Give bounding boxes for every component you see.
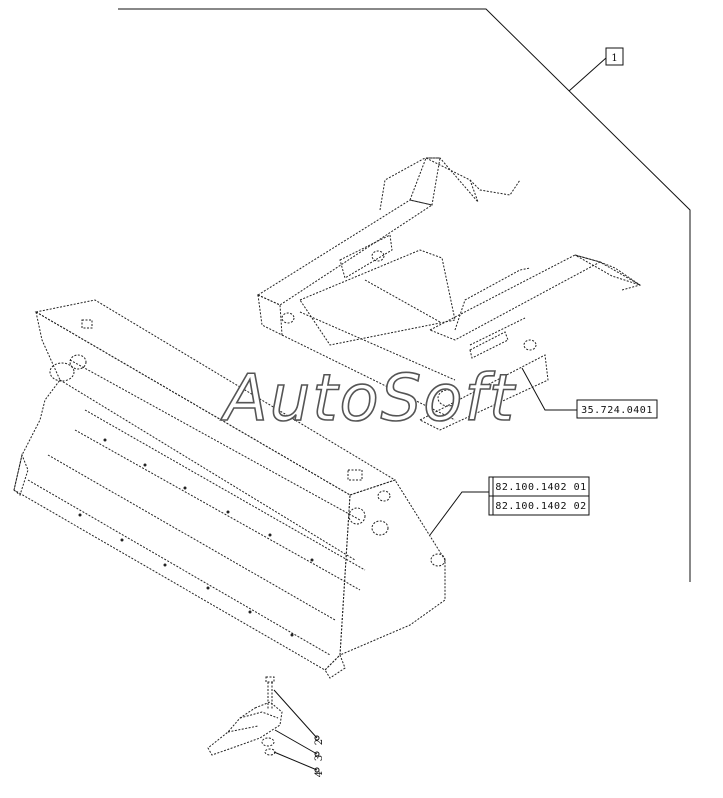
callout-frame-ref[interactable]: 35.724.0401 [521, 367, 658, 419]
bucket [13, 299, 446, 679]
callout-bucket-ref-2-label: 82.100.1402 02 [495, 501, 586, 512]
item-number-4: 4 [314, 771, 325, 777]
loader-frame [256, 157, 642, 431]
reference-box-label: 1 [611, 53, 617, 64]
reference-box[interactable]: 1 [568, 47, 624, 92]
bucket-bolt-holes [78, 438, 314, 637]
tooth-assembly: 2 3 4 [207, 676, 325, 777]
callout-frame-ref-label: 35.724.0401 [581, 405, 653, 416]
callout-bucket-refs[interactable]: 82.100.1402 01 82.100.1402 02 [429, 476, 590, 536]
item-number-2: 2 [314, 739, 325, 745]
item-number-3: 3 [314, 755, 325, 761]
assembly-bracket [118, 8, 691, 582]
callout-bucket-ref-1-label: 82.100.1402 01 [495, 482, 586, 493]
watermark-text: AutoSoft [220, 362, 517, 436]
